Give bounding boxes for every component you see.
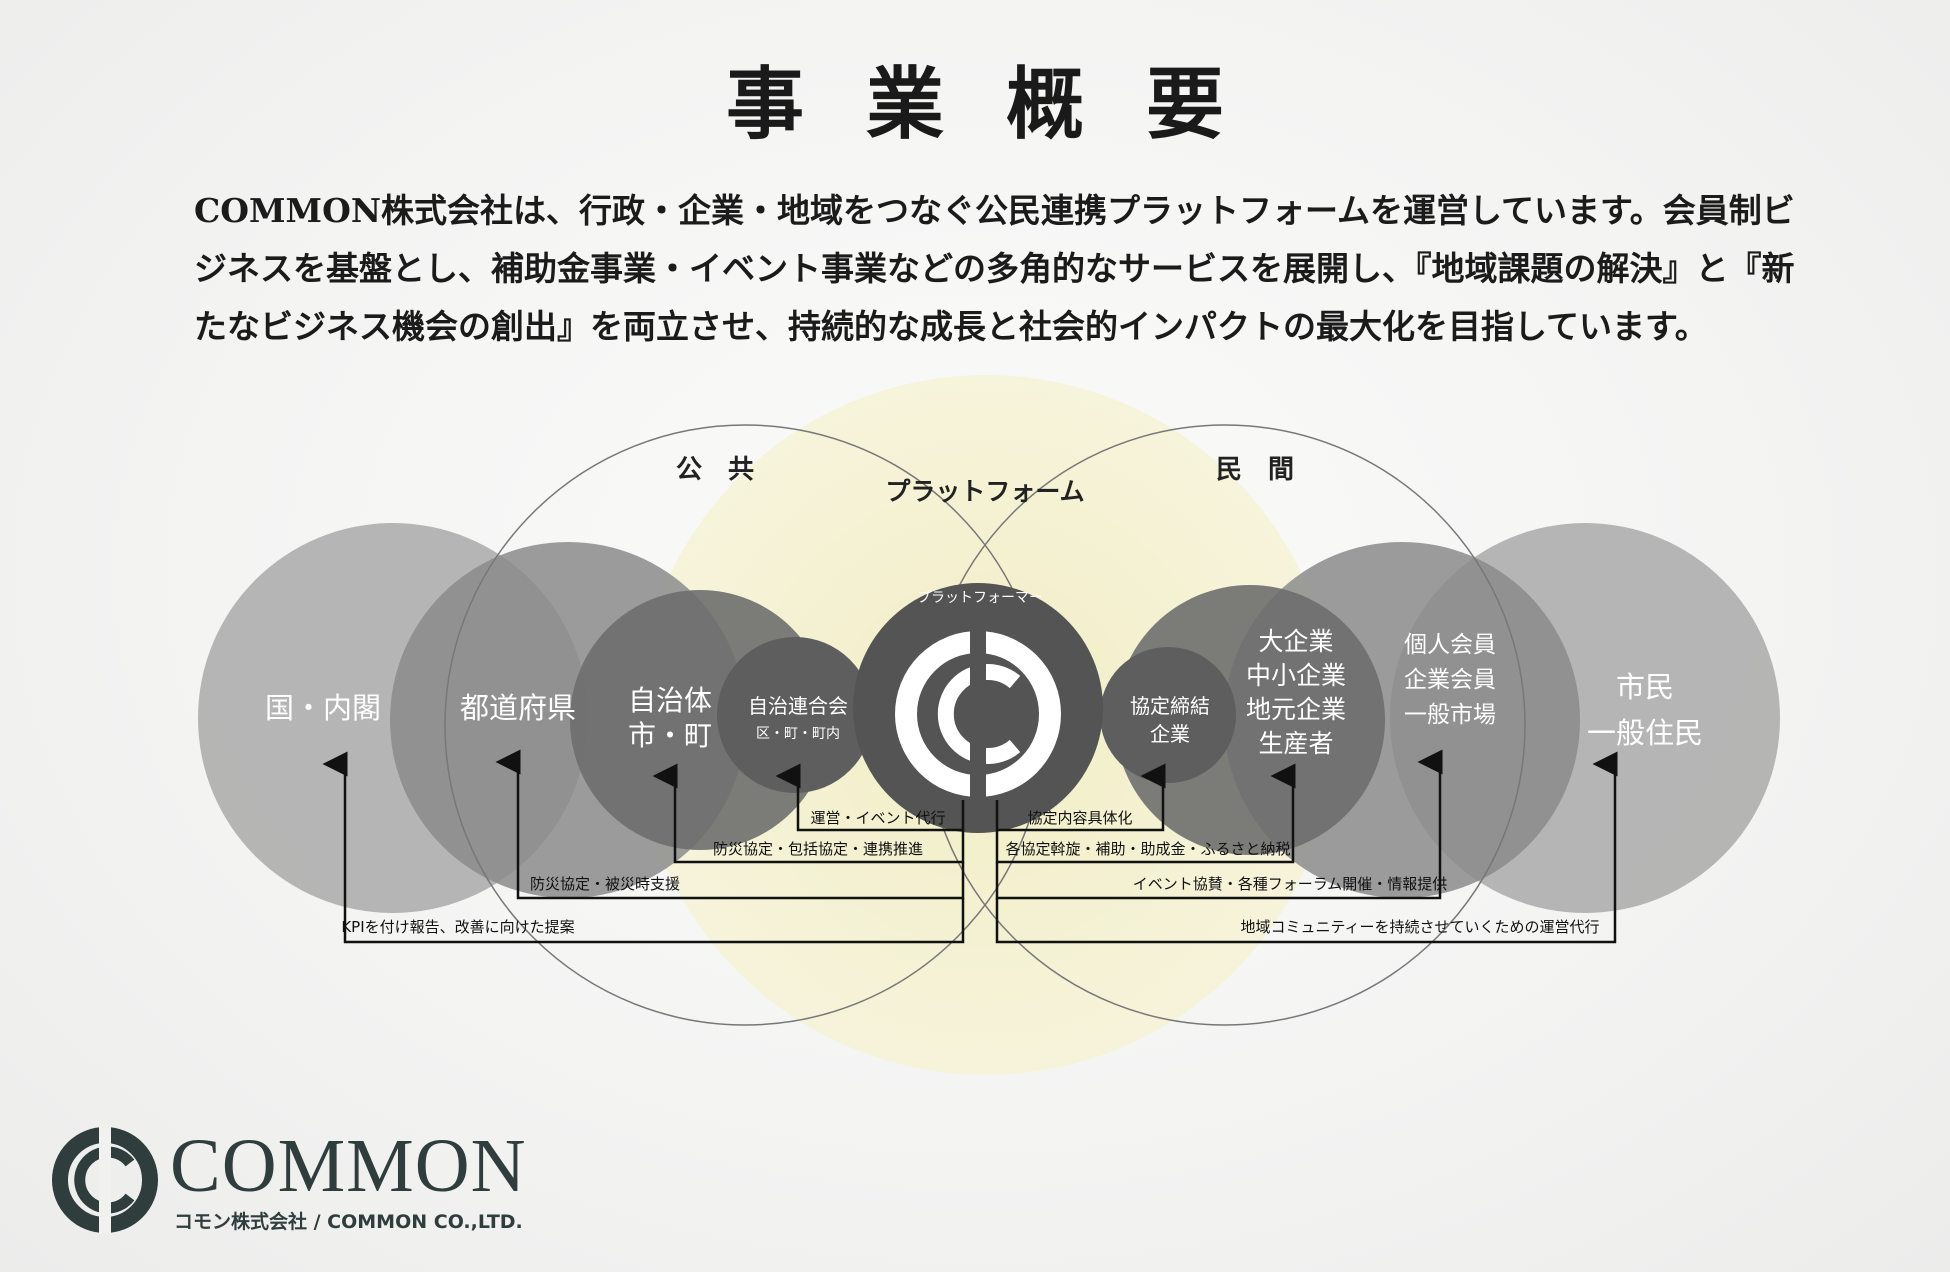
node-agreement-1: 協定締結 (1130, 694, 1210, 718)
company-logo: COMMON コモン株式会社 / COMMON CO.,LTD. (50, 1124, 610, 1245)
node-members-3: 一般市場 (1404, 702, 1496, 728)
flow-label-companies: 各協定斡旋・補助・助成金・ふるさと納税 (1005, 840, 1290, 858)
common-c-logo-icon (52, 1127, 158, 1233)
node-members-1: 個人会員 (1404, 632, 1496, 658)
node-citizens-1: 市民 (1616, 670, 1674, 704)
node-companies-4: 生産者 (1258, 729, 1333, 758)
agreement-circle (1100, 647, 1236, 783)
header-public: 公 共 (676, 455, 754, 485)
flow-label-prefecture: 防災協定・被災時支援 (530, 875, 680, 893)
node-agreement-2: 企業 (1150, 722, 1190, 746)
node-municipality-1: 自治体 (628, 684, 712, 717)
header-private: 民 間 (1216, 455, 1294, 485)
node-prefecture: 都道府県 (460, 691, 576, 725)
header-platform: プラットフォーム (885, 477, 1084, 506)
flow-label-agreement: 協定内容具体化 (1027, 809, 1132, 827)
node-country: 国・内閣 (265, 691, 381, 725)
company-name: コモン株式会社 / COMMON CO.,LTD. (174, 1211, 523, 1233)
flow-label-members: イベント協賛・各種フォーラム開催・情報提供 (1133, 875, 1448, 893)
node-citizens-2: 一般住民 (1587, 716, 1703, 750)
node-association-1: 自治連合会 (748, 694, 848, 718)
flow-label-citizens: 地域コミュニティーを持続させていくための運営代行 (1240, 918, 1599, 936)
flow-arrow-members (995, 749, 1443, 900)
flow-arrow-prefecture (495, 749, 965, 900)
platformer-logo-icon (895, 628, 1061, 800)
flow-arrow-agreement (995, 763, 1166, 832)
association-circle (717, 637, 873, 793)
flow-arrow-association (775, 763, 965, 832)
node-members-2: 企業会員 (1404, 667, 1496, 693)
flow-label-association: 運営・イベント代行 (810, 809, 945, 827)
node-companies-1: 大企業 (1258, 627, 1333, 656)
flow-arrow-municipality (652, 763, 965, 864)
flow-label-municipality: 防災協定・包括協定・連携推進 (713, 840, 923, 858)
flow-arrow-citizens (995, 751, 1618, 944)
public-private-diagram: 公 共 プラットフォーム 民 間 プラットフォーマー 国・内閣 都道府県 自治体… (198, 375, 1780, 1075)
flow-label-country: KPIを付け報告、改善に向けた提案 (341, 918, 574, 936)
page-title: 事業概要 (725, 59, 1286, 150)
flow-arrow-country (322, 751, 965, 944)
node-municipality-2: 市・町 (628, 719, 712, 752)
flow-arrow-companies (995, 763, 1296, 864)
brand-name: COMMON (170, 1124, 527, 1208)
node-companies-3: 地元企業 (1246, 695, 1346, 724)
node-companies-2: 中小企業 (1246, 661, 1346, 690)
platformer-label: プラットフォーマー (917, 590, 1043, 606)
intro-paragraph: COMMON株式会社は、行政・企業・地域をつなぐ公民連携プラットフォームを運営し… (194, 191, 1795, 346)
node-association-2: 区・町・町内 (756, 726, 840, 742)
